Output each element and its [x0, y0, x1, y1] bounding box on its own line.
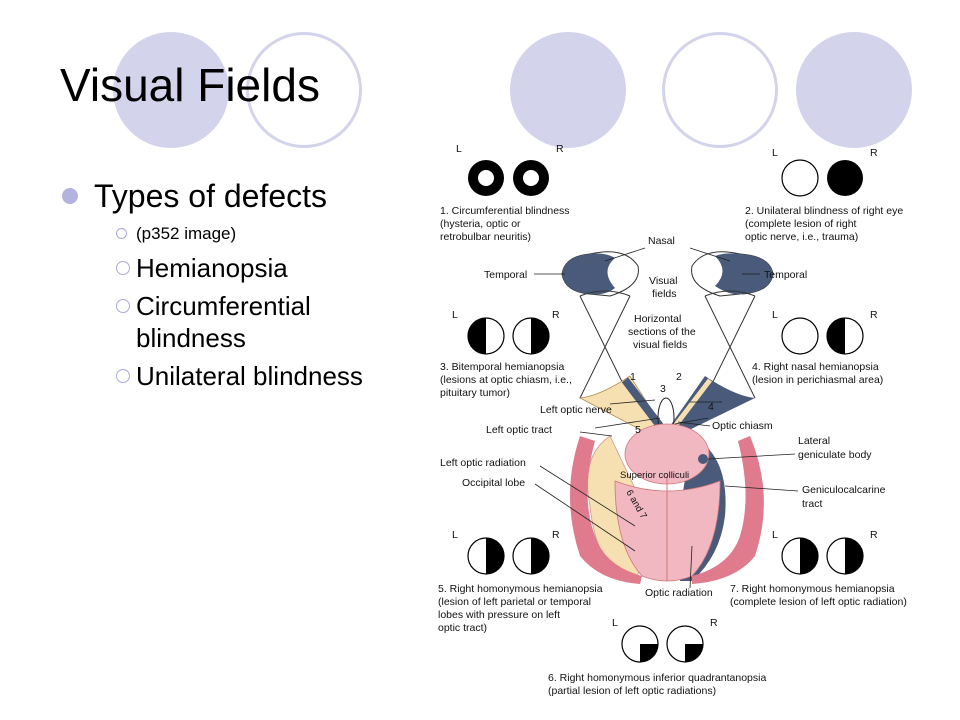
anatomy	[534, 247, 799, 589]
label-fields: fields	[652, 288, 677, 300]
sub-bullet-text: Circumferential blindness	[136, 291, 311, 353]
label-num-3: 3	[660, 383, 666, 395]
field-label-left: L	[452, 309, 458, 321]
caption-line: optic nerve, i.e., trauma)	[745, 231, 858, 243]
sub-bullet-text: Hemianopsia	[136, 253, 288, 283]
caption-line: 2. Unilateral blindness of right eye	[745, 205, 903, 217]
sub-bullet-text: (p352 image)	[136, 224, 237, 243]
sub-bullet-icon	[116, 228, 127, 239]
field-pair-1: L R	[456, 143, 564, 196]
caption-line: 1. Circumferential blindness	[440, 205, 570, 217]
field-label-right: R	[710, 617, 718, 629]
decor-circle-1	[113, 32, 229, 148]
sub-bullet-icon	[116, 261, 130, 275]
decor-ring-2	[662, 32, 778, 148]
label-temporal-right: Temporal	[764, 269, 807, 281]
label-num-1: 1	[630, 371, 636, 383]
caption-3: 3. Bitemporal hemianopsia (lesions at op…	[440, 361, 572, 399]
caption-line: 4. Right nasal hemianopsia	[752, 361, 879, 373]
field-label-right: R	[552, 309, 560, 321]
caption-line: (partial lesion of left optic radiations…	[548, 685, 716, 697]
bullet-main-text: Types of defects	[94, 178, 328, 214]
caption-line: (lesion of left parietal or temporal	[438, 596, 591, 608]
label-num-5: 5	[635, 424, 641, 436]
label-left-optic-tract: Left optic tract	[486, 424, 552, 436]
label-num-4: 4	[708, 401, 714, 413]
field-label-right: R	[870, 309, 878, 321]
field-pair-4: L R	[772, 309, 878, 355]
field-label-right: R	[552, 529, 560, 541]
field-label-left: L	[772, 309, 778, 321]
field-pair-7: L R	[772, 529, 878, 575]
label-horizontal-1: Horizontal	[634, 313, 681, 325]
field-label-left: L	[456, 143, 462, 155]
caption-6: 6. Right homonymous inferior quadrantano…	[548, 672, 766, 697]
label-tract: tract	[802, 498, 823, 510]
caption-line: 3. Bitemporal hemianopsia	[440, 361, 564, 373]
label-left-optic-radiation: Left optic radiation	[440, 457, 526, 469]
sub-bullet-icon	[116, 369, 130, 383]
label-horizontal-3: visual fields	[633, 339, 687, 351]
field-label-left: L	[452, 529, 458, 541]
sub-bullet: (p352 image)	[62, 222, 422, 246]
bullet-main: Types of defects	[62, 176, 422, 216]
label-superior-colliculi: Superior colliculi	[620, 470, 689, 481]
field-label-right: R	[870, 529, 878, 541]
caption-line: (hysteria, optic or	[440, 218, 521, 230]
label-visual: Visual	[649, 275, 677, 287]
field-label-right: R	[870, 147, 878, 159]
caption-line: pituitary tumor)	[440, 387, 510, 399]
caption-line: (lesion in perichiasmal area)	[752, 374, 883, 386]
caption-line: (lesions at optic chiasm, i.e.,	[440, 374, 572, 386]
field-pair-2: L R	[772, 147, 878, 197]
sub-bullet-icon	[116, 299, 130, 313]
caption-2: 2. Unilateral blindness of right eye (co…	[745, 205, 903, 243]
label-geniculate-body: geniculate body	[798, 449, 872, 461]
decor-circle-3	[796, 32, 912, 148]
label-left-optic-nerve: Left optic nerve	[540, 404, 612, 416]
label-geniculocalcarine: Geniculocalcarine	[802, 484, 886, 496]
label-optic-chiasm: Optic chiasm	[712, 420, 773, 432]
field-circle-right	[827, 160, 863, 196]
caption-1: 1. Circumferential blindness (hysteria, …	[440, 205, 570, 243]
caption-line: (complete lesion of right	[745, 218, 857, 230]
label-lateral: Lateral	[798, 435, 830, 447]
bullet-dot-icon	[62, 188, 78, 204]
field-label-right: R	[556, 143, 564, 155]
caption-line: 6. Right homonymous inferior quadrantano…	[548, 672, 766, 684]
sub-bullet: Hemianopsia	[62, 252, 422, 284]
label-occipital-lobe: Occipital lobe	[462, 477, 525, 489]
slide-title: Visual Fields	[60, 59, 320, 111]
bullet-list: Types of defects (p352 image) Hemianopsi…	[62, 176, 422, 398]
field-pair-5: L R	[452, 529, 560, 575]
caption-4: 4. Right nasal hemianopsia (lesion in pe…	[752, 361, 883, 386]
label-nasal: Nasal	[648, 235, 675, 247]
caption-line: (complete lesion of left optic radiation…	[730, 596, 907, 608]
caption-5: 5. Right homonymous hemianopsia (lesion …	[438, 583, 603, 634]
visual-pathway-diagram: L R L R L R L R L R L R	[438, 143, 907, 697]
field-pair-3: L R	[452, 309, 560, 355]
field-pair-6: L R	[612, 617, 718, 663]
caption-line: 5. Right homonymous hemianopsia	[438, 583, 603, 595]
caption-line: retrobulbar neuritis)	[440, 231, 531, 243]
decor-ring-1	[246, 32, 362, 148]
field-circle-left	[781, 317, 819, 355]
caption-line: lobes with pressure on left	[438, 609, 560, 621]
field-label-left: L	[612, 617, 618, 629]
field-circle-left	[781, 159, 819, 197]
caption-line: optic tract)	[438, 622, 487, 634]
label-num-2: 2	[676, 371, 682, 383]
field-label-left: L	[772, 529, 778, 541]
sub-bullet: Circumferential blindness	[62, 290, 422, 354]
label-optic-radiation: Optic radiation	[645, 587, 713, 599]
decor-circle-2	[510, 32, 626, 148]
field-label-left: L	[772, 147, 778, 159]
label-horizontal-2: sections of the	[628, 326, 696, 338]
label-temporal-left: Temporal	[484, 269, 527, 281]
sub-bullet: Unilateral blindness	[62, 360, 422, 392]
sub-bullet-text: Unilateral blindness	[136, 361, 363, 391]
caption-line: 7. Right homonymous hemianopsia	[730, 583, 895, 595]
caption-7: 7. Right homonymous hemianopsia (complet…	[730, 583, 907, 608]
